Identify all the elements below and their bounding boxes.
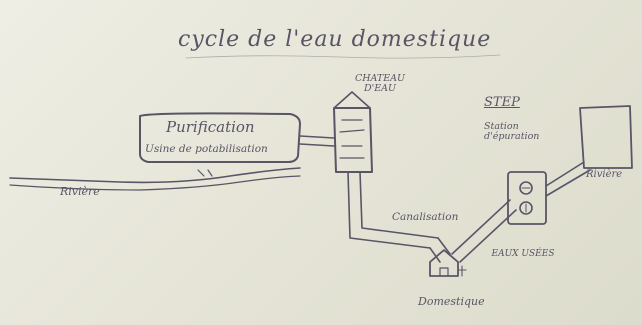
treatment-plant-box (139, 112, 301, 163)
title-underline (185, 54, 501, 59)
river-right-box (579, 105, 633, 169)
sewage-station (507, 171, 547, 225)
river-left-label: Rivière (60, 185, 100, 198)
diagram-title: cycle de l'eau domestique (178, 27, 492, 52)
river-intake (197, 169, 213, 177)
sewage-basin-2 (519, 201, 533, 215)
sewage-plant-acronym: STEP (484, 95, 520, 110)
pipe-to-house (429, 237, 451, 263)
pipe-tower-down (347, 171, 439, 249)
water-tower-label: CHATEAU D'EAU (354, 73, 406, 94)
water-tower-roof (333, 91, 371, 109)
tower-water-lines (339, 119, 365, 159)
river-right-label: Rivière (586, 169, 623, 180)
pipe-label: Canalisation (392, 211, 459, 223)
basin-detail (521, 187, 531, 213)
river-left-line-2 (9, 175, 301, 191)
pipe-house-to-step (451, 199, 517, 263)
house-door (439, 267, 449, 277)
house-label: Domestique (418, 295, 485, 308)
wastewater-label: EAUX USÉES (491, 249, 555, 259)
river-left-line (9, 167, 301, 184)
water-tower (333, 107, 373, 173)
house-person (457, 265, 467, 277)
house (429, 249, 459, 277)
sewage-plant-full-name: Station d'épuration (484, 121, 540, 142)
treatment-plant-subtitle: Usine de potabilisation (145, 143, 268, 155)
treatment-plant-name: Purification (166, 118, 255, 136)
pipe-plant-to-tower (299, 135, 335, 147)
sewage-basin-1 (519, 181, 533, 195)
pipe-step-to-river (545, 161, 591, 197)
